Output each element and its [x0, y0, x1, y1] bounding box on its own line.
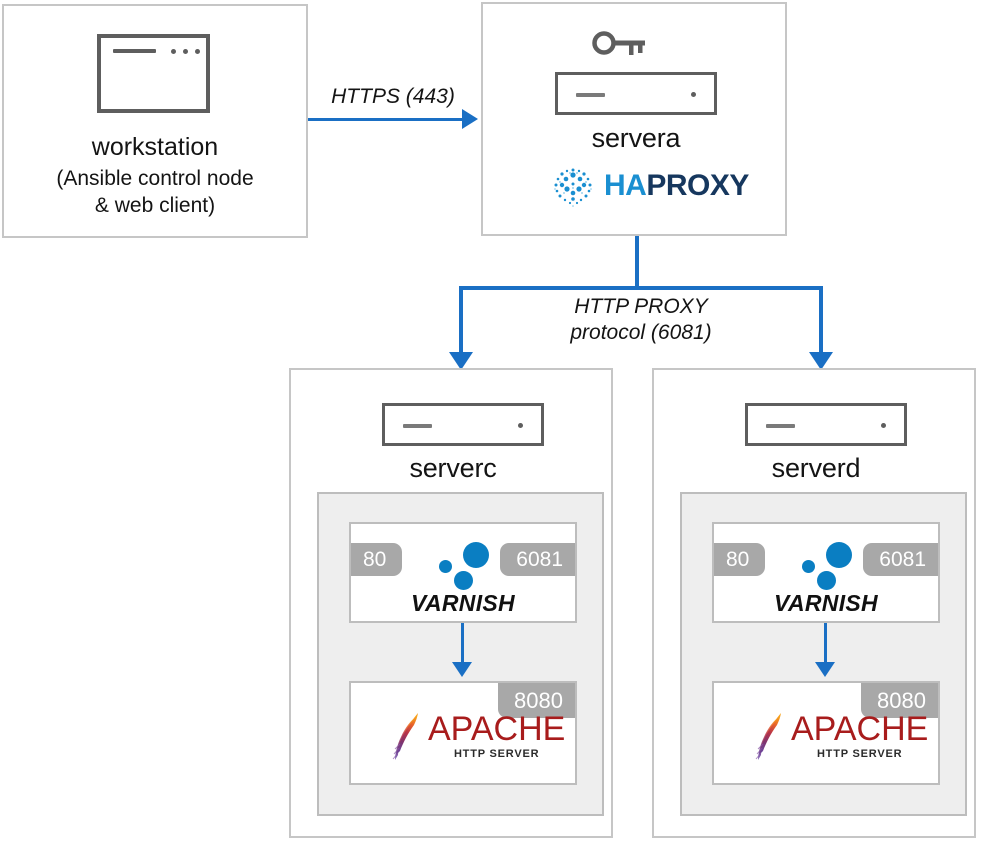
serverc-apache-card: 8080 — [349, 681, 577, 785]
apache-feather-icon — [755, 713, 781, 760]
varnish-dot-medium — [817, 571, 836, 590]
edge-label-proxy-protocol-line1: HTTP PROXY — [574, 295, 708, 318]
proxy-edge-bus — [459, 286, 822, 290]
serverc-varnish-wordmark: VARNISH — [411, 590, 515, 616]
proxy-edge-stem — [635, 236, 639, 288]
server-rack-dash — [576, 93, 605, 97]
varnish-logo-mark — [435, 538, 495, 590]
serverc-service-panel: 80 6081 VARNISH 8080 — [317, 492, 604, 816]
haproxy-wordmark: HAPROXY — [604, 171, 749, 201]
varnish-dot-small — [802, 560, 815, 573]
serverd-apache-text: APACHE HTTP SERVER — [791, 712, 928, 761]
edge-label-https: HTTPS (443) — [331, 85, 455, 108]
serverd-varnish-wordmark: VARNISH — [774, 590, 878, 616]
varnish-dot-large — [463, 542, 489, 568]
serverc-apache-subtitle: HTTP SERVER — [453, 747, 540, 760]
servera-label: servera — [591, 123, 681, 153]
serverc-varnish-to-apache-line — [461, 623, 464, 664]
workstation-subtitle-line1: (Ansible control node — [56, 167, 254, 190]
serverc-apache-wordmark: APACHE — [428, 709, 566, 748]
serverc-apache-port: 8080 — [498, 683, 575, 718]
serverd-service-panel: 80 6081 VARNISH 8080 — [680, 492, 967, 816]
serverd-varnish-port-out: 6081 — [863, 543, 938, 576]
server-rack-led — [691, 92, 696, 97]
serverd-label: serverd — [771, 453, 861, 483]
key-icon — [592, 31, 645, 55]
varnish-dot-small — [439, 560, 452, 573]
serverd-apache-wordmark: APACHE — [791, 709, 929, 748]
browser-window-dot-3 — [195, 49, 200, 54]
servera-server-rack-icon — [555, 72, 717, 115]
server-rack-led — [881, 423, 886, 428]
server-rack-led — [518, 423, 523, 428]
servera-box: servera — [481, 2, 787, 236]
serverc-varnish-port-out: 6081 — [500, 543, 575, 576]
serverc-varnish-port-in: 80 — [351, 543, 403, 576]
serverc-apache-logo: APACHE HTTP SERVER — [392, 710, 565, 762]
serverd-box: serverd 80 6081 VARNISH 8080 — [652, 368, 976, 838]
serverc-server-rack-icon — [382, 403, 544, 446]
varnish-logo-mark — [798, 538, 858, 590]
serverd-apache-card: 8080 — [712, 681, 940, 785]
workstation-title: workstation — [91, 133, 219, 161]
serverd-varnish-card: 80 6081 VARNISH — [712, 522, 940, 623]
serverd-apache-subtitle: HTTP SERVER — [816, 747, 903, 760]
haproxy-logo: HAPROXY — [551, 164, 749, 208]
serverc-varnish-to-apache-arrow — [452, 662, 472, 677]
serverd-varnish-to-apache-line — [824, 623, 827, 664]
proxy-edge-branch-right — [819, 286, 823, 354]
serverc-varnish-card: 80 6081 VARNISH — [349, 522, 577, 623]
workstation-subtitle-line2: & web client) — [94, 194, 216, 217]
haproxy-word-ha: HA — [604, 169, 647, 202]
proxy-edge-arrow-serverc — [449, 352, 473, 370]
serverc-label: serverc — [409, 453, 497, 483]
browser-window-dot-2 — [183, 49, 188, 54]
haproxy-mark-icon — [554, 168, 592, 207]
server-rack-dash — [766, 424, 795, 428]
serverd-varnish-to-apache-arrow — [815, 662, 835, 677]
serverd-server-rack-icon — [745, 403, 907, 446]
https-arrow-head — [462, 109, 478, 129]
browser-window-icon — [97, 34, 210, 113]
browser-window-dot-1 — [171, 49, 176, 54]
varnish-dot-large — [826, 542, 852, 568]
proxy-edge-arrow-serverd — [809, 352, 833, 370]
browser-window-titlebar-dash — [113, 49, 156, 53]
varnish-dot-medium — [454, 571, 473, 590]
proxy-edge-branch-left — [459, 286, 463, 354]
https-arrow-line — [308, 118, 466, 121]
workstation-box: workstation (Ansible control node & web … — [2, 4, 308, 238]
apache-feather-icon — [392, 713, 418, 760]
serverd-varnish-port-in: 80 — [714, 543, 766, 576]
haproxy-word-proxy: PROXY — [646, 169, 749, 202]
serverc-apache-text: APACHE HTTP SERVER — [428, 712, 565, 761]
serverc-box: serverc 80 6081 VARNISH 8080 — [289, 368, 613, 838]
serverd-apache-port: 8080 — [861, 683, 938, 718]
server-rack-dash — [403, 424, 432, 428]
serverd-apache-logo: APACHE HTTP SERVER — [755, 710, 928, 762]
edge-label-proxy-protocol-line2: protocol (6081) — [570, 321, 712, 344]
